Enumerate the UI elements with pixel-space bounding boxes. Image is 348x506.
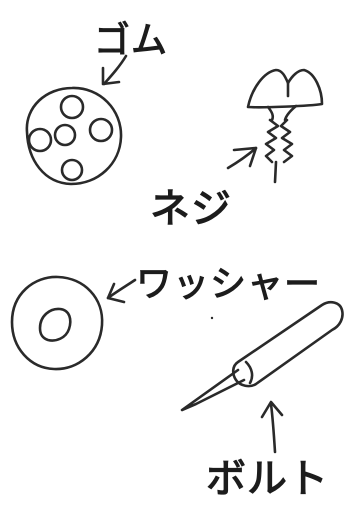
- pencil-dot: [211, 317, 213, 319]
- screw-head: [248, 70, 322, 107]
- screw-group: ネジ: [150, 70, 322, 232]
- screw-arrow: [228, 148, 256, 168]
- bolt-body: [233, 302, 342, 386]
- screw-label: ネジ: [150, 186, 232, 232]
- rubber-hole-center: [55, 125, 75, 145]
- rubber-group: ゴム: [27, 19, 168, 184]
- bolt-arrow: [262, 402, 282, 452]
- bolt-label: ボルト: [206, 456, 329, 502]
- washer-label: ワッシャー: [136, 264, 321, 305]
- rubber-label: ゴム: [94, 19, 168, 61]
- washer-group: ワッシャー: [12, 264, 321, 369]
- screw-tip: [275, 162, 276, 182]
- rubber-hole-bottom: [62, 160, 82, 180]
- rubber-hole-top: [61, 96, 83, 118]
- screw-drawing: [248, 70, 322, 182]
- bolt-group: ボルト: [182, 302, 343, 502]
- bolt-drawing: [182, 302, 343, 410]
- washer-outer-ring: [12, 277, 102, 369]
- rubber-grommet: [27, 88, 121, 184]
- screw-thread-right: [281, 120, 292, 162]
- screw-thread-left: [266, 120, 278, 162]
- washer-hole: [40, 309, 70, 341]
- washer-arrow: [108, 280, 135, 302]
- rubber-hole-left: [29, 129, 51, 151]
- washer-drawing: [12, 277, 102, 369]
- rubber-hole-right: [90, 119, 112, 141]
